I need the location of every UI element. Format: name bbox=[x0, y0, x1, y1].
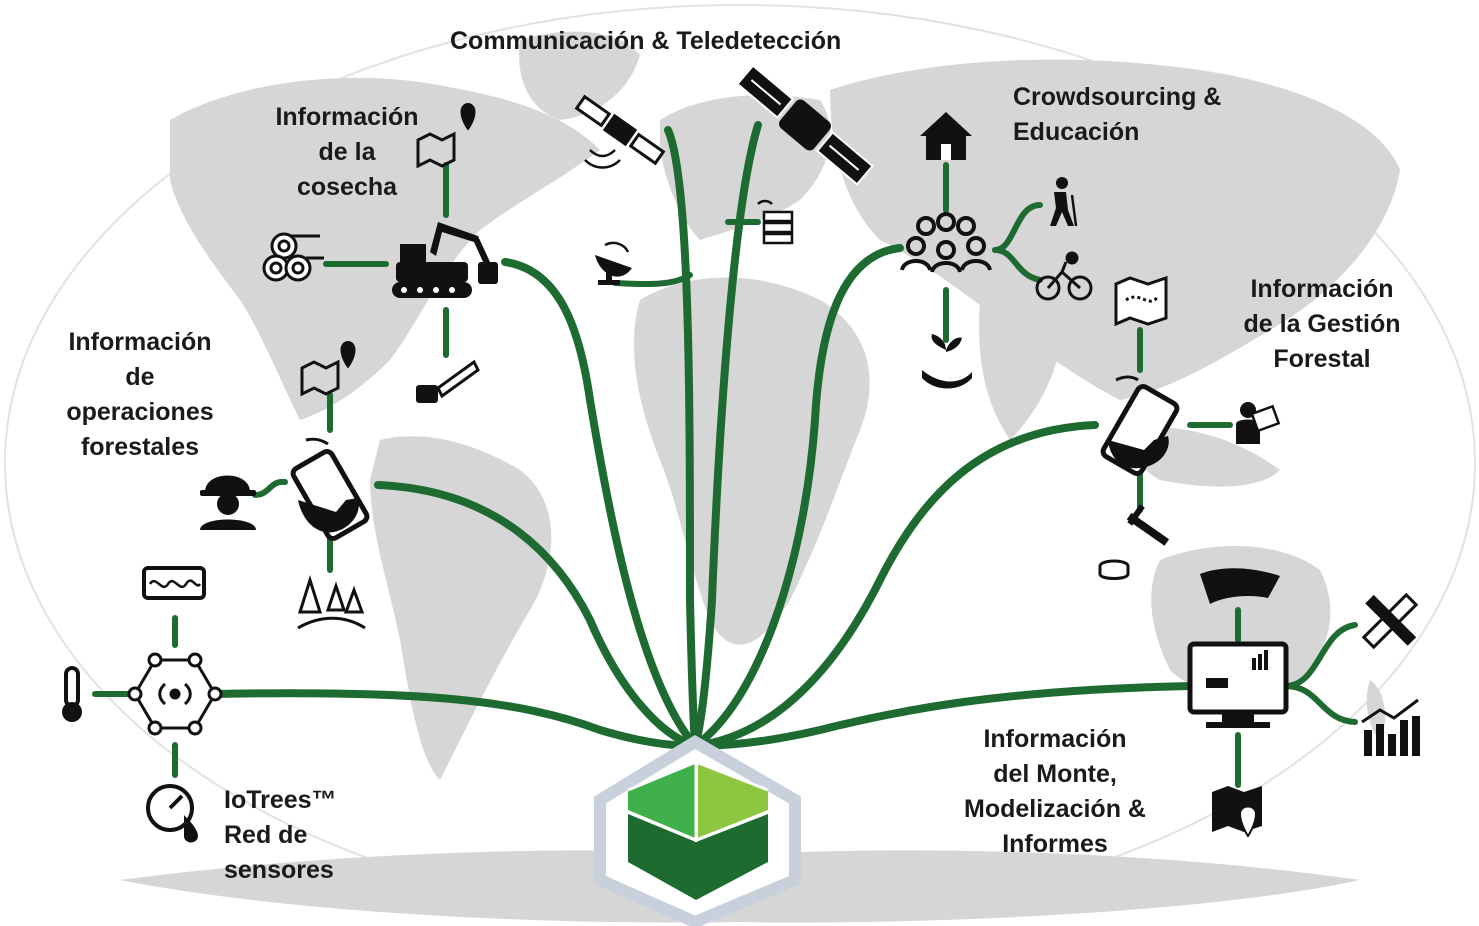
line-sat1 bbox=[664, 126, 699, 750]
label-harvest-line-3: cosecha bbox=[296, 173, 398, 201]
label-gestion-line-1: Información bbox=[1250, 275, 1394, 303]
satellite-large-icon bbox=[736, 64, 874, 186]
label-monte-line-2: del Monte, bbox=[993, 760, 1117, 788]
label-communication-text: Communicación & Teledetección bbox=[450, 27, 842, 55]
log-pile-icon bbox=[262, 232, 324, 282]
hiker-icon bbox=[1050, 177, 1078, 227]
label-gestion-line-3: Forestal bbox=[1273, 345, 1371, 373]
smartphone-icon bbox=[290, 437, 370, 541]
ops-map-icon bbox=[300, 341, 356, 397]
bar-chart-icon bbox=[1361, 698, 1420, 756]
terrain-icon bbox=[1200, 568, 1280, 604]
group-icon bbox=[900, 212, 992, 273]
label-gestion-line-2: de la Gestión bbox=[1243, 310, 1401, 338]
line-crowd bbox=[691, 244, 904, 750]
cube-logo bbox=[594, 735, 801, 926]
label-ops-line-1: Información bbox=[68, 328, 212, 356]
gauge-icon bbox=[146, 784, 199, 843]
sensor-hub-icon bbox=[127, 652, 223, 736]
line-harvest bbox=[501, 258, 699, 750]
line-gestion bbox=[691, 421, 1099, 750]
line-monte bbox=[691, 682, 1194, 750]
line-sensors bbox=[211, 689, 699, 750]
label-ops-line-2: de bbox=[125, 363, 155, 391]
harvester-icon bbox=[392, 222, 498, 298]
forest-map-icon bbox=[1114, 275, 1168, 327]
house-icon bbox=[920, 112, 972, 160]
label-crowd-line-1: Crowdsourcing & bbox=[1013, 83, 1222, 111]
line-sat2 bbox=[691, 121, 762, 750]
label-monte: Información del Monte, Modelización & In… bbox=[940, 722, 1170, 862]
label-iot-line-2: Red de bbox=[224, 821, 308, 849]
map-pin-icon bbox=[416, 103, 476, 169]
reader-icon bbox=[1236, 402, 1281, 444]
label-monte-line-3: Modelización & bbox=[964, 795, 1146, 823]
satellite-dish-icon bbox=[595, 241, 632, 285]
label-ops-line-4: forestales bbox=[80, 433, 200, 461]
label-harvest: Información de la cosecha bbox=[262, 100, 432, 205]
seedling-hand-icon bbox=[922, 334, 972, 389]
line-ops bbox=[374, 481, 699, 750]
label-iot-line-3: sensores bbox=[224, 856, 334, 884]
connection-lines bbox=[211, 121, 1194, 750]
cyclist-icon bbox=[1035, 251, 1093, 301]
label-harvest-line-1: Información bbox=[275, 103, 419, 131]
label-gestion: Información de la Gestión Forestal bbox=[1222, 272, 1422, 377]
coins-icon bbox=[1098, 559, 1130, 580]
label-monte-line-1: Información bbox=[983, 725, 1127, 753]
label-harvest-line-2: de la bbox=[318, 138, 376, 166]
label-monte-line-4: Informes bbox=[1002, 830, 1108, 858]
gestion-smartphone-icon bbox=[1100, 375, 1180, 476]
pencil-ruler-icon bbox=[1361, 592, 1419, 650]
label-operations: Información de operaciones forestales bbox=[50, 325, 230, 465]
label-iot-line-1: IoTrees™ bbox=[224, 786, 337, 814]
waveform-icon bbox=[142, 566, 206, 600]
label-ops-line-3: operaciones bbox=[66, 398, 214, 426]
label-communication: Communicación & Teledetección bbox=[450, 24, 841, 59]
label-crowdsourcing: Crowdsourcing & Educación bbox=[1013, 80, 1221, 150]
caliper-icon bbox=[1126, 504, 1170, 546]
satellite-icon bbox=[574, 94, 666, 166]
label-crowd-line-2: Educación bbox=[1013, 118, 1140, 146]
trees-icon bbox=[297, 574, 366, 630]
chainsaw-icon bbox=[416, 359, 480, 403]
branch-lines bbox=[92, 162, 1358, 788]
server-icon bbox=[757, 199, 794, 245]
thermometer-icon bbox=[62, 666, 82, 722]
worker-icon bbox=[200, 475, 256, 530]
monitor-icon bbox=[1187, 641, 1289, 728]
label-iot: IoTrees™ Red de sensores bbox=[224, 783, 337, 888]
satellite-dish-small-icon bbox=[584, 149, 621, 169]
map-marker-icon bbox=[1212, 786, 1262, 838]
